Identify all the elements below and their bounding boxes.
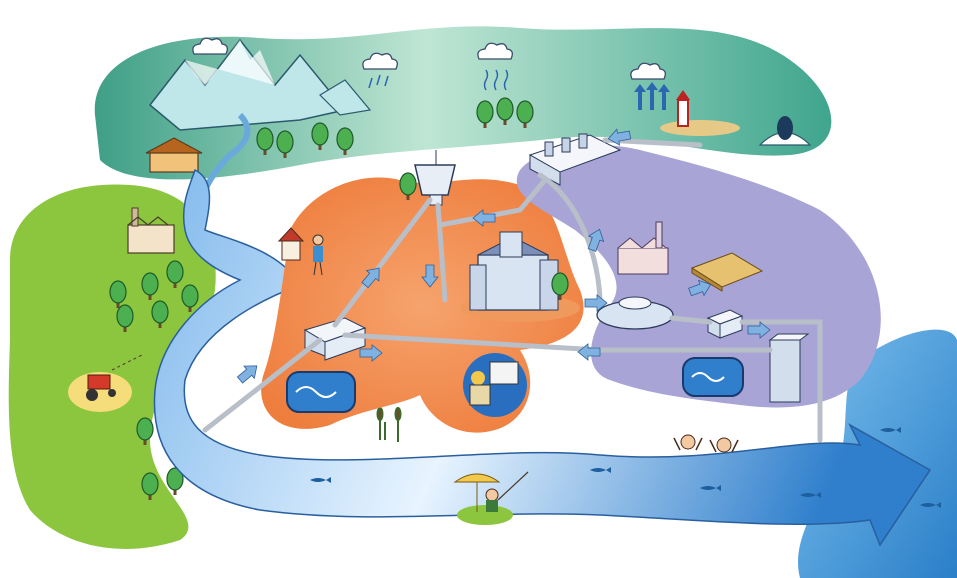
mountains-and-coast-zone <box>94 26 832 216</box>
industrial-zone <box>516 133 881 408</box>
chalet-icon <box>145 137 203 173</box>
settling-basin-icon <box>596 296 674 330</box>
reservoir-tank-icon <box>682 357 744 397</box>
urban-zone <box>261 150 584 433</box>
evaporation-arrows-icon <box>634 82 670 110</box>
field-plot-icon <box>690 252 764 292</box>
swimmers-icon <box>673 434 739 453</box>
river <box>153 168 932 547</box>
tractor-icon <box>68 354 143 412</box>
reeds-icon <box>376 407 402 442</box>
fisherman-icon <box>453 471 529 525</box>
person-icon <box>312 234 324 276</box>
factory-icon <box>617 221 669 275</box>
water-tower-icon <box>414 150 456 206</box>
lighthouse-icon <box>660 90 740 136</box>
reservoir-tank-icon <box>286 371 356 413</box>
buoy-icon <box>758 116 812 146</box>
agriculture-zone <box>8 184 216 549</box>
filtration-plant-icon <box>528 133 622 186</box>
house-icon <box>277 227 305 261</box>
storage-building-icon <box>768 333 810 403</box>
factory-icon <box>127 207 175 254</box>
castle-icon <box>460 231 580 322</box>
computer-worker-icon <box>463 353 527 417</box>
rain-icon <box>368 69 509 91</box>
